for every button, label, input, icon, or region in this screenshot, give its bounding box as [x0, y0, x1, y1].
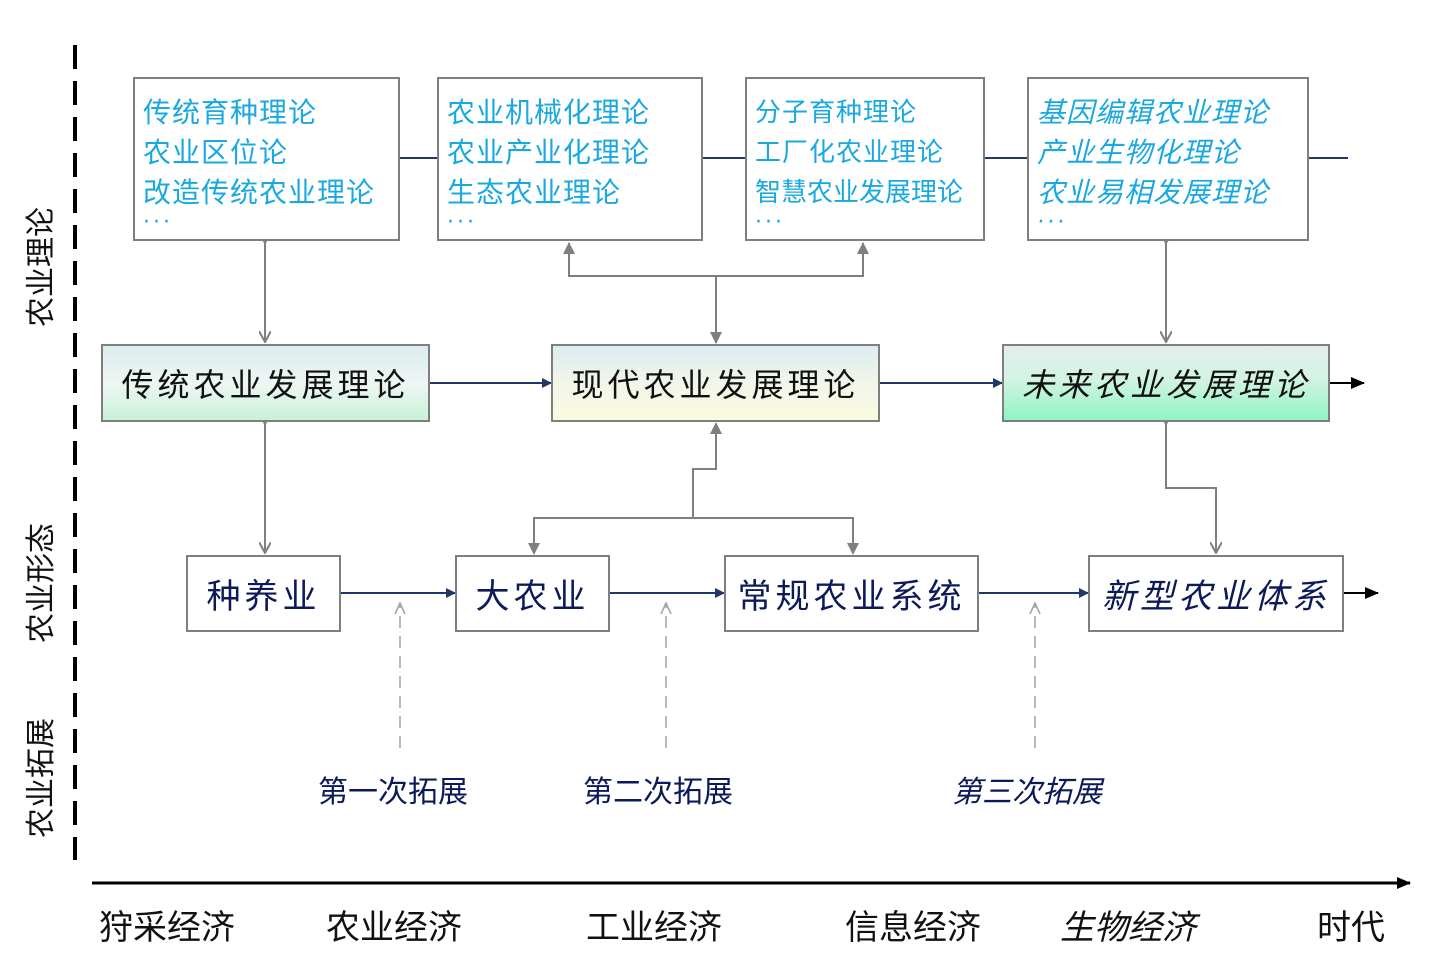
extension-label-1: 第一次拓展 — [318, 775, 468, 810]
form-box-conventional-system: 常规农业系统 — [724, 555, 979, 632]
form-box-new-system: 新型农业体系 — [1088, 555, 1344, 632]
connector-modern-forms-branch — [533, 517, 854, 553]
era-label-information: 信息经济 — [845, 908, 981, 948]
ellipsis: ··· — [1037, 210, 1067, 235]
theory-item: 产业生物化理论 — [1037, 136, 1241, 169]
theory-item: 生态农业理论 — [447, 176, 622, 209]
modern-development-theory: 现代农业发展理论 — [551, 344, 880, 422]
side-label-extension: 农业拓展 — [24, 718, 59, 838]
side-label-theory: 农业理论 — [24, 207, 59, 327]
connector-modern-theory-boxes — [568, 243, 864, 277]
theory-item: 农业区位论 — [143, 136, 289, 169]
theory-box-modern-1: 农业机械化理论 农业产业化理论 生态农业理论 ··· — [437, 77, 703, 241]
era-label-hunting: 狩采经济 — [99, 908, 235, 948]
arrowhead — [857, 242, 869, 254]
side-label-form: 农业形态 — [24, 523, 59, 643]
arrowhead — [563, 242, 575, 254]
traditional-development-theory: 传统农业发展理论 — [101, 344, 430, 422]
ellipsis: ··· — [755, 210, 785, 235]
theory-item: 工厂化农业理论 — [755, 138, 945, 168]
connector-forms-to-modern — [692, 424, 717, 518]
arrowhead — [528, 543, 540, 555]
era-label-agricultural: 农业经济 — [326, 908, 462, 948]
theory-box-traditional: 传统育种理论 农业区位论 改造传统农业理论 ··· — [133, 77, 400, 241]
theory-item: 传统育种理论 — [143, 96, 318, 129]
theory-item: 农业易相发展理论 — [1037, 176, 1270, 209]
extension-label-3: 第三次拓展 — [952, 775, 1102, 810]
form-box-big-agriculture: 大农业 — [455, 555, 610, 632]
era-label-bio: 生物经济 — [1060, 908, 1196, 948]
theory-item: 农业产业化理论 — [447, 136, 651, 169]
theory-item: 分子育种理论 — [755, 98, 918, 128]
ellipsis: ··· — [143, 210, 173, 235]
theory-item: 农业机械化理论 — [447, 96, 651, 129]
theory-item: 智慧农业发展理论 — [755, 178, 964, 208]
connector-future-form4 — [1166, 424, 1216, 553]
future-development-theory: 未来农业发展理论 — [1002, 344, 1330, 422]
era-label-industrial: 工业经济 — [586, 908, 722, 948]
theory-item: 改造传统农业理论 — [143, 176, 376, 209]
time-axis-label: 时代 — [1317, 908, 1385, 948]
theory-box-modern-2: 分子育种理论 工厂化农业理论 智慧农业发展理论 ··· — [745, 77, 985, 241]
arrowhead — [847, 543, 859, 555]
ellipsis: ··· — [447, 210, 477, 235]
theory-item: 基因编辑农业理论 — [1037, 96, 1270, 129]
extension-label-2: 第二次拓展 — [583, 775, 733, 810]
form-box-planting-breeding: 种养业 — [186, 555, 341, 632]
theory-box-future: 基因编辑农业理论 产业生物化理论 农业易相发展理论 ··· — [1027, 77, 1309, 241]
arrowhead — [710, 422, 722, 434]
